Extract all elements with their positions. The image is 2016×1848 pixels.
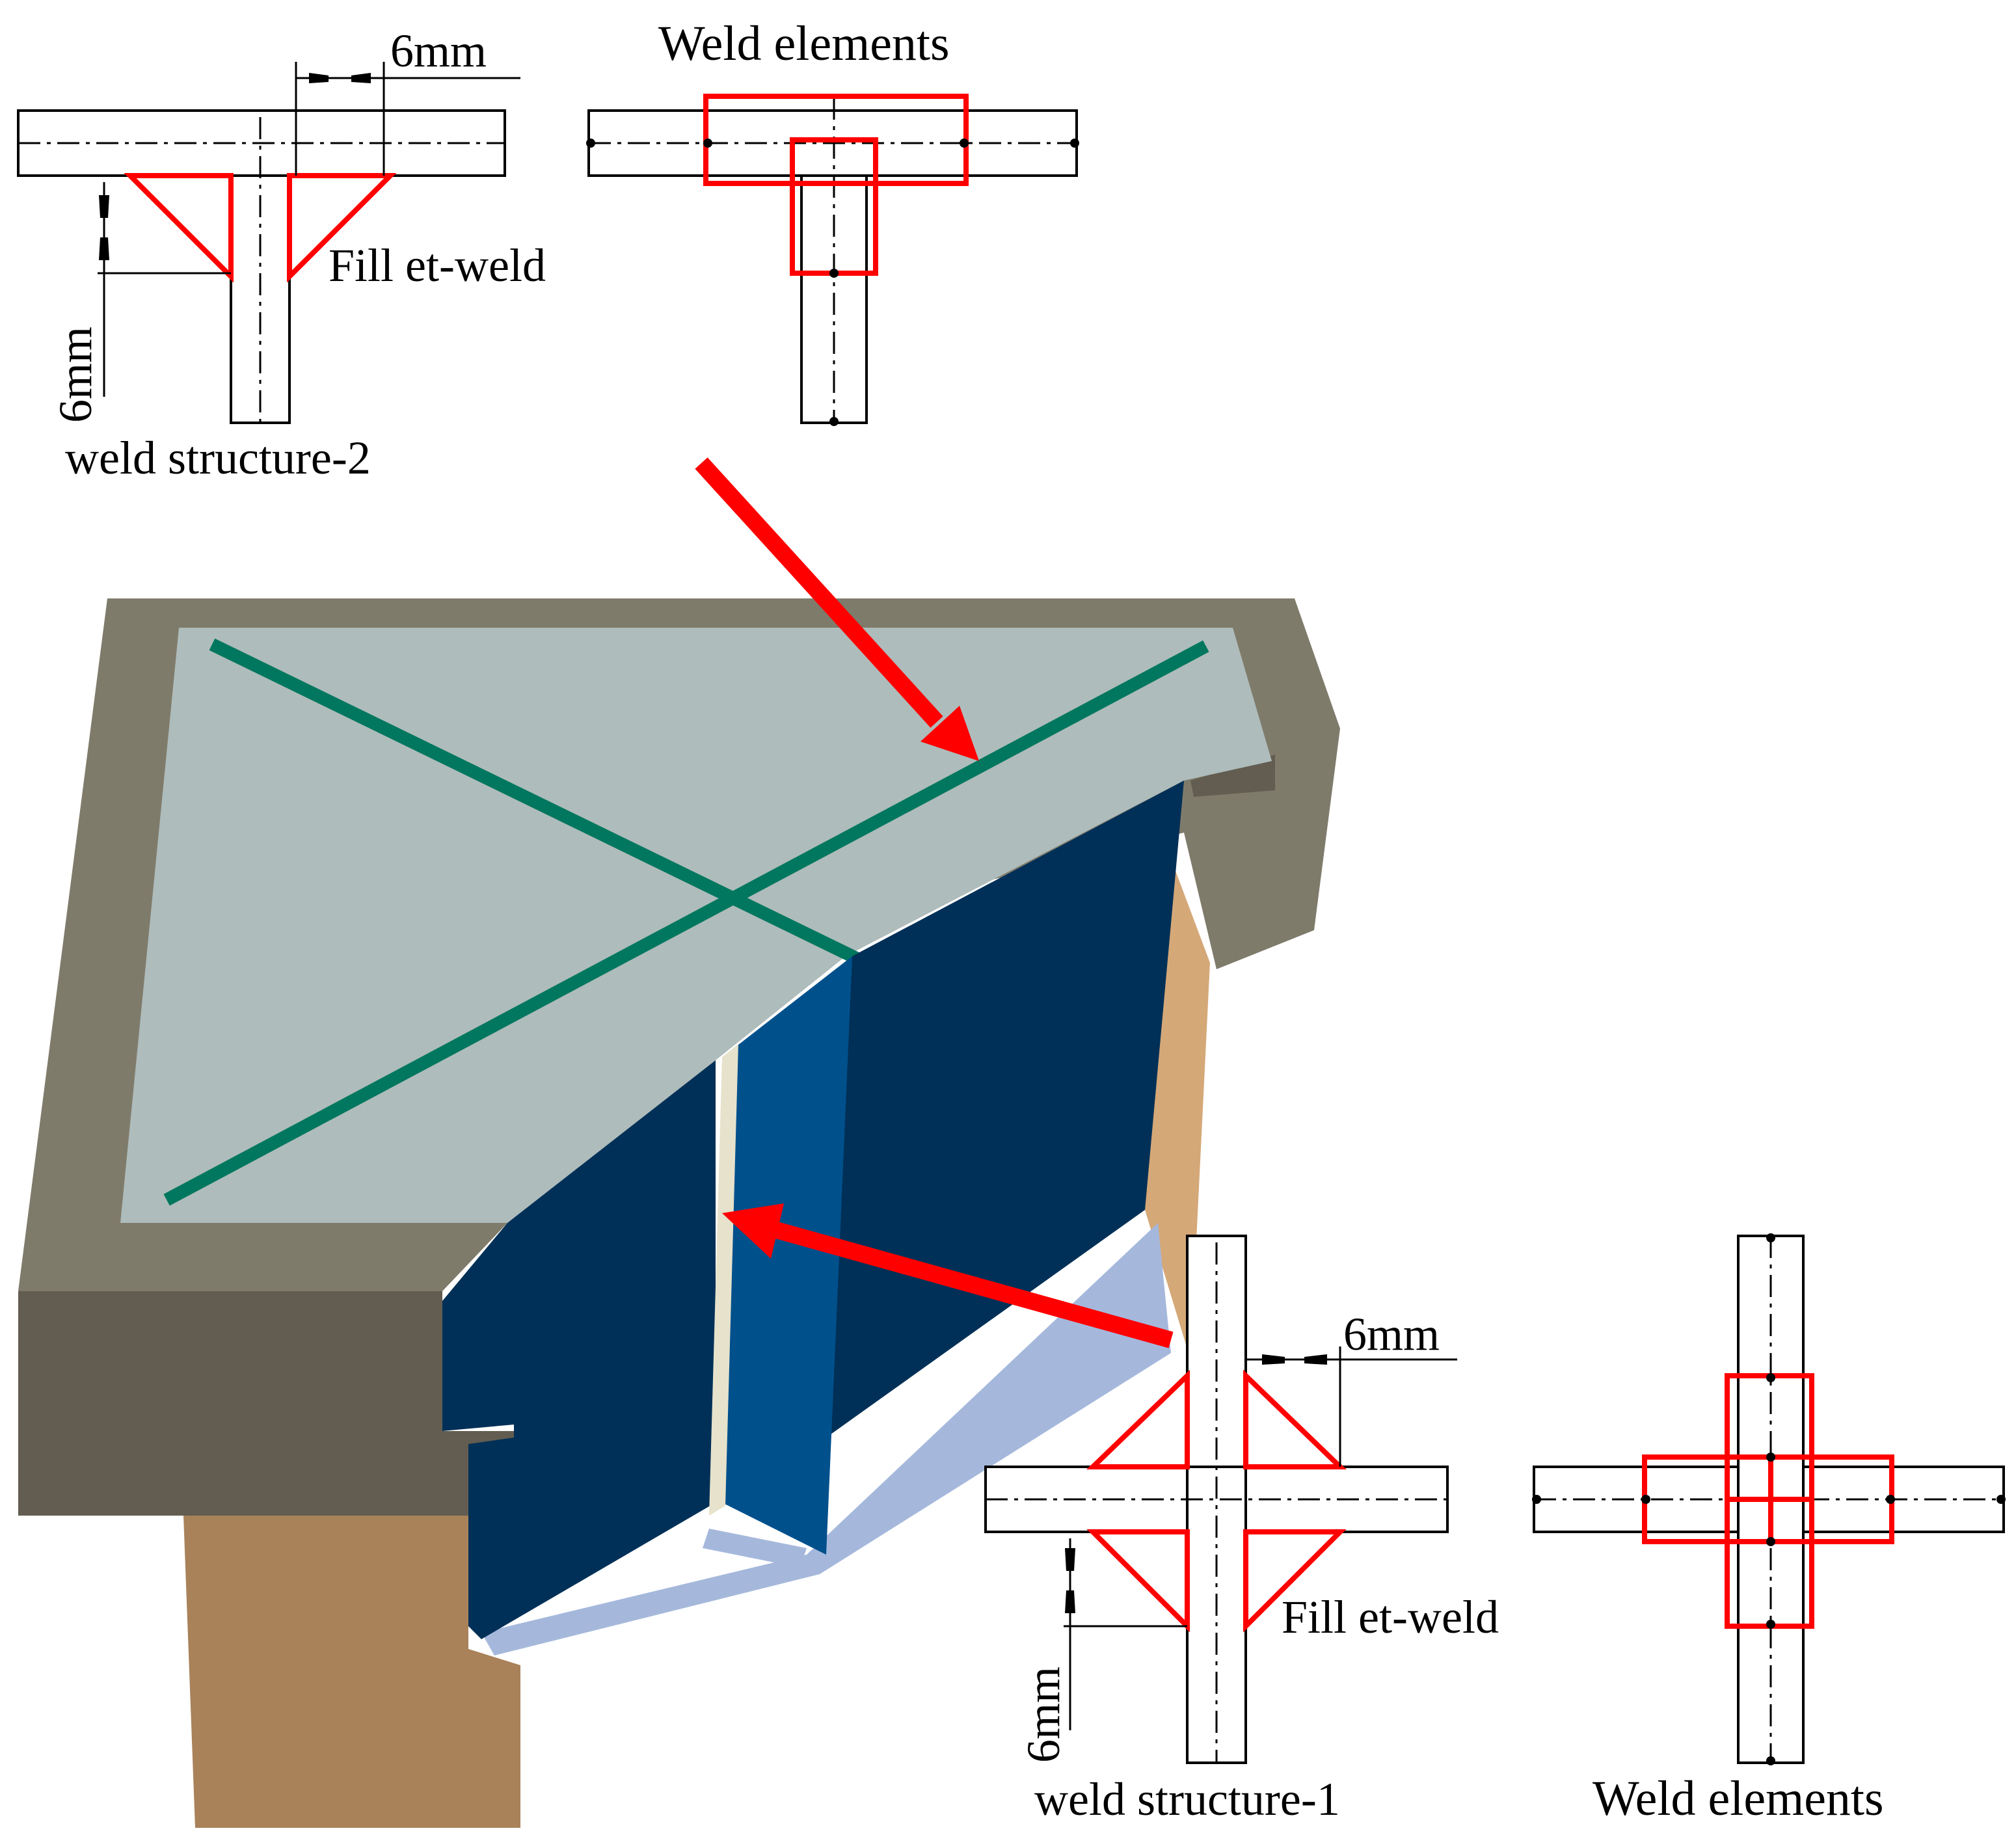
deck-weld-line-1 [209,638,861,965]
weld-elements-bottom-diagram: Weld elements [1532,1233,2006,1826]
steel-web-center [722,956,852,1555]
ws1-top-dim-label: 6mm [1343,1308,1440,1360]
ws2-fillet-label: Fill et-weld [329,239,546,291]
weld-elements-top-diagram: Weld elements [586,16,1079,426]
ws2-title: weld structure-2 [65,432,371,484]
ws1-fillet-weld-tl [1086,1369,1190,1469]
weld-structure-2-diagram: 6mm 6mm Fill et-weld weld structure-2 [17,25,546,484]
ws1-fillet-label: Fill et-weld [1282,1591,1499,1643]
weld-structure-1-diagram: 6mm 6mm Fill et-weld weld structure-1 [984,1235,1499,1825]
pointer-arrow-top [695,457,979,761]
concrete-frame-recess [1190,755,1275,797]
ws2-fillet-weld-right [287,173,397,283]
ws2-side-dim-label: 6mm [49,327,101,423]
deck-weld-line-2 [163,640,1209,1206]
ws1-fillet-weld-tr [1243,1369,1347,1469]
ws1-fillet-weld-br [1243,1529,1347,1633]
concrete-frame-front-face [18,1291,442,1516]
steel-base-plate [481,1223,1171,1655]
we2-title: Weld elements [658,16,950,71]
wood-support-left [183,1516,520,1828]
we1-title: Weld elements [1593,1771,1884,1826]
steel-web-left [442,1060,716,1639]
pointer-arrow-bottom [722,1203,1174,1348]
ws1-title: weld structure-1 [1034,1773,1340,1825]
structure-3d-model [18,598,1340,1828]
ws2-fillet-weld-left [124,173,234,283]
ws1-side-dim-label: 6mm [1017,1667,1069,1763]
weld-seam-strip [709,1044,738,1516]
ws1-fillet-weld-bl [1086,1529,1190,1633]
ws2-top-dim-label: 6mm [390,25,487,77]
steel-base-plate-2 [703,1529,807,1568]
